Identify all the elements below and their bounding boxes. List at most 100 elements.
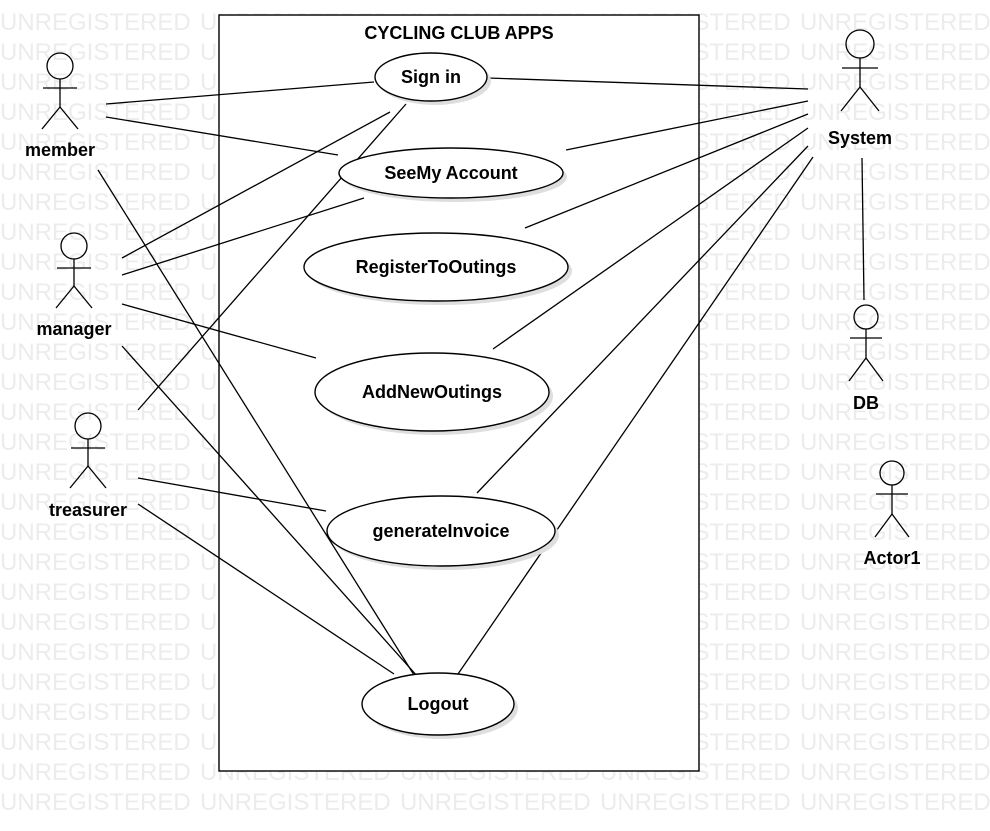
actor-manager[interactable]: manager xyxy=(36,232,112,339)
watermark-text: UNREGISTERED xyxy=(800,759,990,786)
watermark-text: UNREGISTERED xyxy=(0,519,191,546)
watermark-text: UNREGISTERED xyxy=(0,129,191,156)
use-case-logout[interactable]: Logout xyxy=(361,672,518,739)
watermark-text: UNREGISTERED xyxy=(0,489,191,516)
actor-db[interactable]: DB xyxy=(848,304,884,413)
stick-figure-icon xyxy=(848,304,884,382)
actor-member-label: member xyxy=(25,140,95,160)
assoc-system-addoutings xyxy=(492,127,809,350)
assoc-manager-signin xyxy=(121,111,391,259)
use-case-seeaccount[interactable]: SeeMy Account xyxy=(338,147,567,202)
watermark-text: UNREGISTERED xyxy=(0,39,191,66)
watermark-text: UNREGISTERED xyxy=(800,549,990,576)
watermark-text: UNREGISTERED xyxy=(800,489,990,516)
watermark-text: UNREGISTERED xyxy=(800,519,990,546)
watermark-text: UNREGISTERED xyxy=(0,339,191,366)
watermark-text: UNREGISTERED xyxy=(800,399,990,426)
watermark-text: UNREGISTERED xyxy=(0,159,191,186)
actor-actor1[interactable]: Actor1 xyxy=(863,460,921,568)
watermark-text: UNREGISTERED xyxy=(800,669,990,696)
watermark-text: UNREGISTERED xyxy=(0,279,191,306)
watermark-text: UNREGISTERED xyxy=(0,549,191,576)
diagram-title: CYCLING CLUB APPS xyxy=(364,23,553,43)
assoc-treasurer-signin xyxy=(137,103,407,411)
watermark-text: UNREGISTERED xyxy=(0,9,191,36)
watermark-text: UNREGISTERED xyxy=(800,279,990,306)
actor-system[interactable]: System xyxy=(828,29,892,148)
actor-treasurer-label: treasurer xyxy=(49,500,127,520)
watermark-text: UNREGISTERED xyxy=(0,579,191,606)
watermark-text: UNREGISTERED xyxy=(0,309,191,336)
use-case-addoutings-label: AddNewOutings xyxy=(362,382,502,402)
watermark-text: UNREGISTERED xyxy=(800,339,990,366)
use-case-addoutings[interactable]: AddNewOutings xyxy=(314,352,553,435)
assoc-system-logout xyxy=(457,156,814,675)
watermark-text: UNREGISTERED xyxy=(800,9,990,36)
actor-actor1-label: Actor1 xyxy=(863,548,920,568)
use-case-seeaccount-label: SeeMy Account xyxy=(384,163,517,183)
assoc-manager-seeaccount xyxy=(121,197,365,276)
watermark-text: UNREGISTERED xyxy=(800,129,990,156)
watermark-text: UNREGISTERED xyxy=(400,789,591,816)
stick-figure-icon xyxy=(41,52,79,130)
watermark-text: UNREGISTERED xyxy=(0,429,191,456)
watermark-text: UNREGISTERED xyxy=(0,759,191,786)
watermark-text: UNREGISTERED xyxy=(200,789,391,816)
watermark-text: UNREGISTERED xyxy=(0,639,191,666)
watermark-text: UNREGISTERED xyxy=(800,309,990,336)
watermark-text: UNREGISTERED xyxy=(0,189,191,216)
assoc-system-seeaccount xyxy=(565,100,809,151)
assoc-treasurer-invoice xyxy=(137,477,327,512)
watermark-text: UNREGISTERED xyxy=(0,249,191,276)
use-case-register-label: RegisterToOutings xyxy=(356,257,517,277)
associations xyxy=(97,77,865,678)
watermark-text: UNREGISTERED xyxy=(0,69,191,96)
actor-treasurer[interactable]: treasurer xyxy=(49,412,127,520)
watermark-text: UNREGISTERED xyxy=(800,579,990,606)
watermark-text: UNREGISTERED xyxy=(800,459,990,486)
assoc-system-invoice xyxy=(476,145,809,494)
watermark-text: UNREGISTERED xyxy=(800,189,990,216)
watermark-text: UNREGISTERED xyxy=(800,249,990,276)
actor-manager-label: manager xyxy=(36,319,111,339)
watermark-text: UNREGISTERED xyxy=(800,729,990,756)
watermark-text: UNREGISTERED xyxy=(800,789,990,816)
use-case-invoice-label: generateInvoice xyxy=(372,521,509,541)
use-case-invoice[interactable]: generateInvoice xyxy=(326,495,559,570)
use-case-signin-label: Sign in xyxy=(401,67,461,87)
assoc-manager-addoutings xyxy=(121,303,317,359)
assoc-manager-logout xyxy=(121,345,419,678)
watermark-text: UNREGISTERED xyxy=(0,789,191,816)
watermark-text: UNREGISTERED xyxy=(0,699,191,726)
stick-figure-icon xyxy=(55,232,93,309)
watermark-text: UNREGISTERED xyxy=(800,219,990,246)
watermark-text: UNREGISTERED xyxy=(0,669,191,696)
watermark-text: UNREGISTERED xyxy=(800,639,990,666)
watermark-text: UNREGISTERED xyxy=(800,99,990,126)
watermark-text: UNREGISTERED xyxy=(0,729,191,756)
use-case-logout-label: Logout xyxy=(408,694,469,714)
watermark-text: UNREGISTERED xyxy=(0,219,191,246)
stick-figure-icon xyxy=(840,29,880,112)
assoc-member-seeaccount xyxy=(105,116,339,156)
assoc-member-logout xyxy=(97,169,415,676)
watermark-text: UNREGISTERED xyxy=(0,369,191,396)
use-case-register[interactable]: RegisterToOutings xyxy=(303,232,572,305)
assoc-member-signin xyxy=(105,81,375,105)
actor-member[interactable]: member xyxy=(25,52,95,160)
assoc-treasurer-logout xyxy=(137,503,395,675)
assoc-system-register xyxy=(524,113,809,229)
stick-figure-icon xyxy=(874,460,910,538)
watermark-text: UNREGISTERED xyxy=(600,789,791,816)
assoc-system-signin xyxy=(487,77,809,90)
assoc-system-db xyxy=(861,157,865,301)
use-case-signin[interactable]: Sign in xyxy=(374,52,491,105)
watermark-text: UNREGISTERED xyxy=(0,609,191,636)
watermark-text: UNREGISTERED xyxy=(0,99,191,126)
watermark-text: UNREGISTERED xyxy=(800,159,990,186)
actor-db-label: DB xyxy=(853,393,879,413)
actor-system-label: System xyxy=(828,128,892,148)
stick-figure-icon xyxy=(69,412,107,489)
watermark-text: UNREGISTERED xyxy=(800,39,990,66)
